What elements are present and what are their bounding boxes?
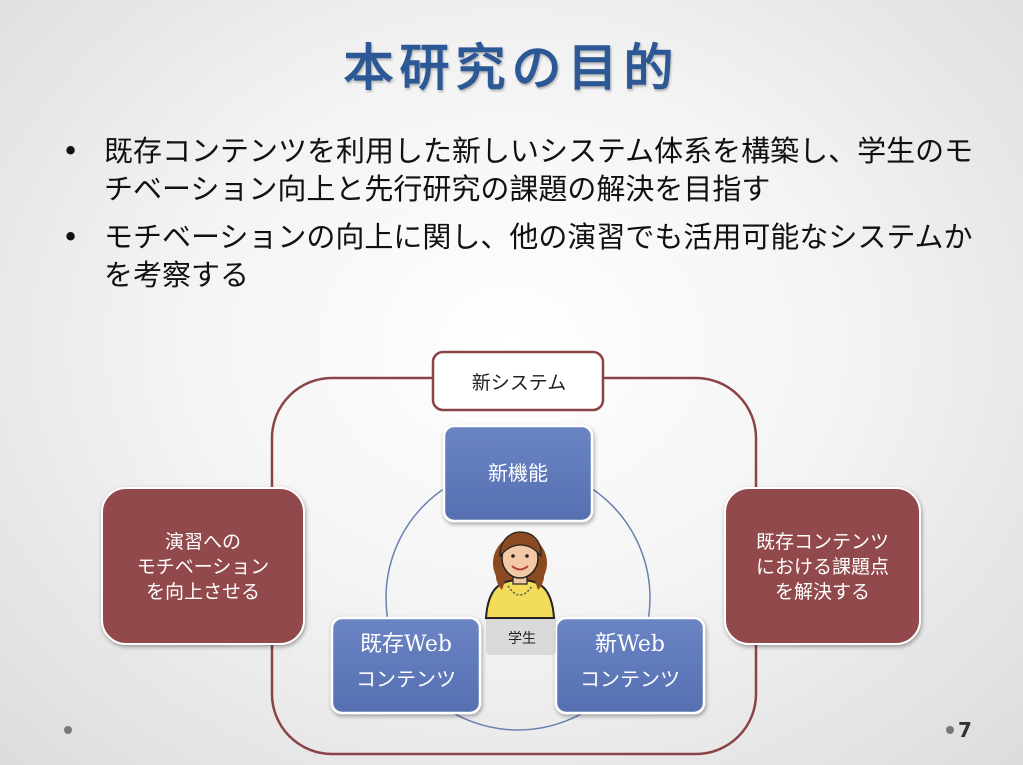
right-goal-line3: を解決する (774, 581, 870, 603)
student-label: 学生 (508, 631, 536, 647)
bullet-text: モチベーションの向上に関し、他の演習でも活用可能なシステムかを考察する (104, 220, 973, 292)
page-number: 7 (958, 718, 972, 742)
bullet-dot-icon: • (62, 134, 80, 168)
right-goal-box (724, 487, 921, 645)
left-goal-label: 演習への モチベーション を向上させる (102, 530, 304, 605)
existing-web-label: 既存Web コンテンツ (332, 628, 480, 696)
existing-web-box (330, 616, 482, 715)
new-web-label: 新Web コンテンツ (556, 628, 704, 696)
right-goal-line2: における課題点 (755, 556, 889, 578)
bullet-item: • 既存コンテンツを利用した新しいシステム体系を構築し、学生のモチベーション向上… (62, 132, 982, 208)
left-goal-box (101, 487, 305, 645)
existing-web-line2: コンテンツ (356, 667, 456, 691)
new-feature-box (442, 424, 594, 523)
left-goal-line2: モチベーション (136, 556, 270, 578)
slide-title: 本研究の目的 (343, 39, 680, 97)
bullet-dot-icon: • (62, 220, 80, 254)
left-goal-line1: 演習への (164, 531, 241, 553)
left-corner-dot (64, 726, 72, 734)
left-goal-line3: を向上させる (145, 581, 260, 603)
new-web-line2: コンテンツ (580, 667, 680, 691)
new-feature-label: 新機能 (488, 461, 548, 485)
right-goal-label: 既存コンテンツ における課題点 を解決する (725, 530, 920, 605)
bullet-text: 既存コンテンツを利用した新しいシステム体系を構築し、学生のモチベーション向上と先… (104, 134, 974, 206)
existing-web-line1: 既存Web (360, 632, 452, 657)
system-label: 新システム (471, 372, 567, 394)
right-goal-line1: 既存コンテンツ (755, 531, 889, 553)
student-icon (484, 531, 556, 655)
new-web-line1: 新Web (595, 632, 665, 657)
bullet-list: • 既存コンテンツを利用した新しいシステム体系を構築し、学生のモチベーション向上… (62, 132, 982, 304)
system-label-box (431, 350, 605, 412)
bullet-item: • モチベーションの向上に関し、他の演習でも活用可能なシステムかを考察する (62, 218, 982, 294)
new-web-box (554, 616, 706, 715)
right-corner-dot (946, 726, 954, 734)
